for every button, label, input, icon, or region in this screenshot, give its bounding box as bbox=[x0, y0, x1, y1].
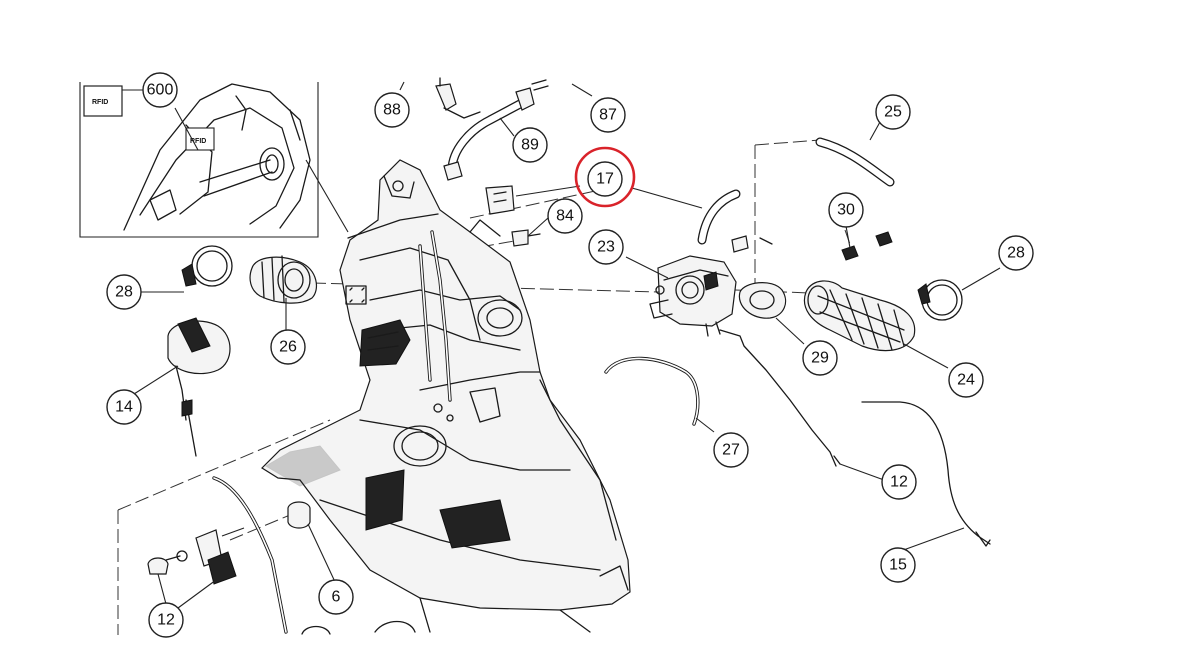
cable-12-middle bbox=[719, 329, 841, 467]
inset-detail: RFID RFID bbox=[79, 82, 349, 238]
callout-label: 89 bbox=[521, 137, 539, 154]
callout-label: 29 bbox=[811, 350, 829, 367]
callout-25: 25 bbox=[875, 94, 911, 130]
callout-label: 87 bbox=[599, 107, 617, 124]
callout-label: 12 bbox=[157, 612, 175, 629]
callout-6: 6 bbox=[318, 579, 354, 615]
callout-17: 17 bbox=[574, 146, 636, 208]
callout-12-middle: 12 bbox=[881, 464, 917, 500]
callout-label: 24 bbox=[957, 372, 975, 389]
gasket-29 bbox=[738, 282, 787, 319]
connector-84 bbox=[485, 185, 541, 247]
callout-label: 28 bbox=[115, 284, 133, 301]
callout-label: 88 bbox=[383, 102, 401, 119]
callout-12-bottom: 12 bbox=[148, 602, 184, 638]
callout-label: 26 bbox=[279, 339, 297, 356]
callout-89: 89 bbox=[512, 127, 548, 163]
callout-15: 15 bbox=[880, 547, 916, 583]
inset-rfid-label: RFID bbox=[92, 99, 108, 106]
internal-tubes bbox=[418, 230, 452, 402]
nuts-30 bbox=[841, 231, 893, 261]
leader-lines bbox=[133, 81, 1001, 609]
callout-24: 24 bbox=[948, 362, 984, 398]
callout-label: 600 bbox=[147, 82, 174, 99]
callout-87: 87 bbox=[590, 97, 626, 133]
callout-23: 23 bbox=[588, 229, 624, 265]
callout-label: 15 bbox=[889, 557, 907, 574]
callout-29: 29 bbox=[802, 340, 838, 376]
callout-label: 25 bbox=[884, 104, 902, 121]
callout-label: 30 bbox=[837, 202, 855, 219]
callout-28-right: 28 bbox=[998, 235, 1034, 271]
impulse-hose-17 bbox=[697, 189, 741, 245]
callout-label: 27 bbox=[722, 442, 740, 459]
fuel-line-assembly bbox=[435, 77, 549, 181]
intake-boot-24 bbox=[803, 280, 916, 352]
callout-label: 12 bbox=[890, 474, 908, 491]
callout-27: 27 bbox=[713, 432, 749, 468]
filler-neck-26 bbox=[181, 245, 318, 304]
inset-rfid-tag-label: RFID bbox=[190, 138, 206, 145]
callout-84: 84 bbox=[547, 198, 583, 234]
callout-28-left: 28 bbox=[106, 274, 142, 310]
callout-label: 14 bbox=[115, 399, 133, 416]
callout-600: 600 bbox=[122, 72, 178, 108]
callout-label: 6 bbox=[332, 589, 341, 606]
highlight-ring bbox=[574, 146, 636, 208]
callout-88: 88 bbox=[374, 92, 410, 128]
carburetor-23 bbox=[649, 235, 773, 337]
hose-27 bbox=[604, 356, 700, 426]
callout-label: 23 bbox=[597, 239, 615, 256]
callout-14: 14 bbox=[106, 389, 142, 425]
hose-25 bbox=[815, 137, 895, 187]
small-parts-bottom bbox=[147, 476, 311, 634]
callout-label: 17 bbox=[596, 171, 614, 188]
main-housing bbox=[261, 159, 631, 635]
callout-label: 28 bbox=[1007, 245, 1025, 262]
clamp-28-right bbox=[917, 279, 963, 321]
fuel-cap-14 bbox=[167, 317, 231, 457]
callout-26: 26 bbox=[270, 329, 306, 365]
callout-label: 84 bbox=[556, 208, 574, 225]
callout-30: 30 bbox=[828, 192, 864, 228]
cable-15 bbox=[861, 401, 991, 547]
